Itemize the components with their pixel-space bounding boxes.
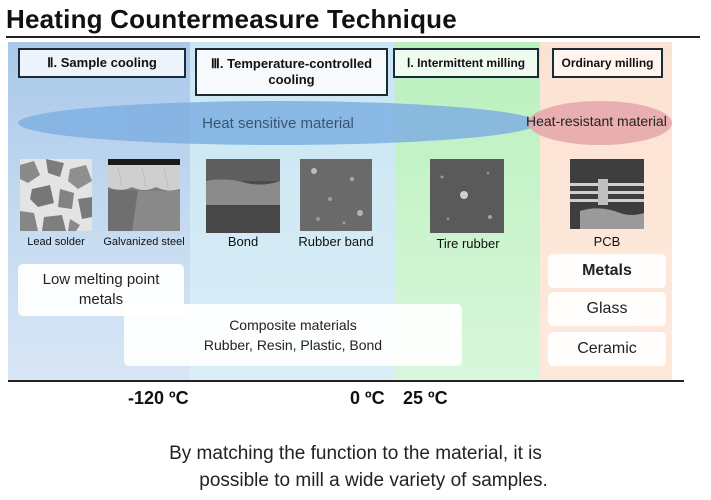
pcb-caption: PCB [593,234,621,249]
temperature-label-0: 0 ºC [350,388,385,408]
temperature-label-25: 25 ºC [403,388,448,408]
header-intermittent-milling: Ⅰ. Intermittent milling [393,48,539,78]
bond-micrograph [206,159,280,233]
composite-materials-list: Rubber, Resin, Plastic, Bond [203,337,383,353]
header-sample-cooling: Ⅱ. Sample cooling [18,48,186,78]
heat-resistant-label: Heat-resistant material [526,113,667,129]
ceramic-box: Ceramic [548,332,666,366]
bond-caption: Bond [227,234,259,249]
footer-line-2: possible to mill a wide variety of sampl… [199,470,548,491]
heat-resistant-ellipse [528,101,672,145]
composite-materials-box: Composite materials Rubber, Resin, Plast… [124,304,462,366]
low-melting-point-metals-label: Low melting point metals [42,271,160,308]
header-ordinary-milling: Ordinary milling [552,48,663,78]
page-title: Heating Countermeasure Technique [6,4,457,34]
tire-rubber-caption: Tire rubber [436,236,500,251]
heat-sensitive-ellipse: Heat sensitive material [18,101,538,145]
temperature-axis [8,380,684,382]
galvanized-steel-caption: Galvanized steel [103,236,185,248]
temperature-label-minus-120: -120 ºC [128,388,189,408]
glass-label: Glass [586,300,628,317]
metals-box: Metals [548,254,666,288]
rubber-band-micrograph [300,159,372,231]
ceramic-label: Ceramic [577,340,637,357]
metals-label: Metals [582,262,632,279]
title-underline [6,36,700,38]
heat-sensitive-label: Heat sensitive material [202,114,354,132]
lead-solder-caption: Lead solder [27,236,85,248]
glass-box: Glass [548,292,666,326]
footer-line-1: By matching the function to the material… [169,443,542,464]
tire-rubber-micrograph [430,159,504,233]
rubber-band-caption: Rubber band [298,234,374,249]
header-temperature-controlled-cooling: Ⅲ. Temperature-controlled cooling [195,48,388,96]
lead-solder-micrograph [20,159,92,231]
pcb-micrograph [570,159,644,229]
galvanized-steel-micrograph [108,159,180,231]
composite-materials-title: Composite materials [229,317,357,333]
